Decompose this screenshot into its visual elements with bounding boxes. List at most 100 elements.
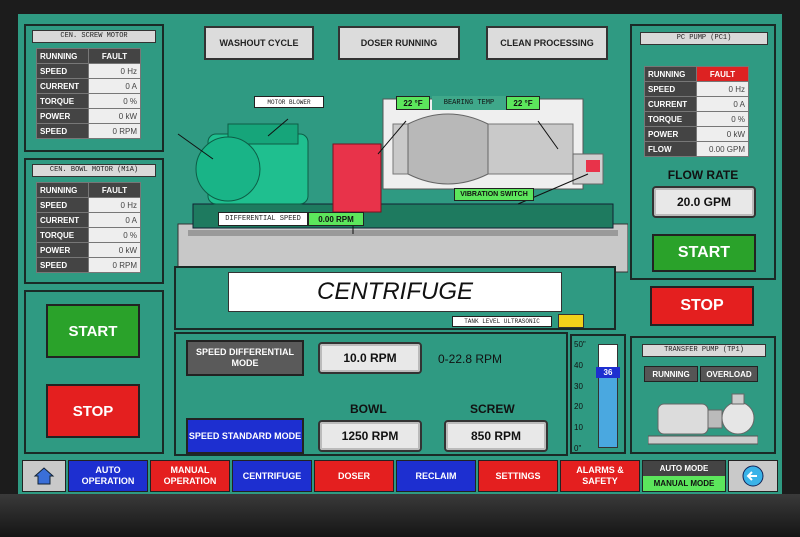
- gauge-fill: [599, 373, 617, 447]
- bearing-temp-label: BEARING TEMP: [432, 96, 506, 110]
- pc-pump-title: PC PUMP (PC1): [640, 32, 768, 45]
- manual-mode-indicator[interactable]: MANUAL MODE: [643, 476, 725, 491]
- stat-value: 0 kW: [696, 126, 749, 142]
- stat-label: TORQUE: [644, 111, 697, 127]
- centrifuge-title-box: CENTRIFUGE: [228, 272, 562, 312]
- monitor-bezel: [0, 494, 800, 537]
- status-badge: FAULT: [88, 48, 141, 64]
- pump-start-button[interactable]: START: [652, 234, 756, 272]
- transfer-overload-indicator: OVERLOAD: [700, 366, 758, 382]
- bowl-speed-setpoint[interactable]: 1250 RPM: [318, 420, 422, 452]
- nav-centrifuge[interactable]: CENTRIFUGE: [232, 460, 312, 492]
- nav-auto-operation[interactable]: AUTO OPERATION: [68, 460, 148, 492]
- stat-label: CURRENT: [36, 78, 89, 94]
- bowl-label: BOWL: [350, 402, 387, 416]
- bowl-motor-title: CEN. BOWL MOTOR (M1A): [32, 164, 156, 177]
- washout-cycle-button[interactable]: WASHOUT CYCLE: [204, 26, 314, 60]
- transfer-pump-title: TRANSFER PUMP (TP1): [642, 344, 766, 357]
- differential-speed-label: DIFFERENTIAL SPEED: [218, 212, 308, 226]
- stat-value: 0 A: [696, 96, 749, 112]
- stat-label: TORQUE: [36, 227, 89, 243]
- flow-rate-setpoint[interactable]: 20.0 GPM: [652, 186, 756, 218]
- transfer-pump-panel: TRANSFER PUMP (TP1) RUNNING OVERLOAD: [630, 336, 776, 454]
- stat-label: RUNNING: [36, 48, 89, 64]
- centrifuge-control-panel: START STOP: [24, 290, 164, 454]
- stop-button[interactable]: STOP: [46, 384, 140, 438]
- gauge-tick-label: 30: [574, 381, 583, 391]
- gauge-tick-label: 40: [574, 360, 583, 370]
- tank-level-label: TANK LEVEL ULTRASONIC: [452, 316, 552, 327]
- stat-value: 0 kW: [88, 242, 141, 258]
- bearing-temp-right-value: 22 °F: [506, 96, 540, 110]
- stat-value: 0 A: [88, 78, 141, 94]
- stat-value: 0 RPM: [88, 123, 141, 139]
- gauge-tick-label: 50": [574, 340, 586, 349]
- stat-label: SPEED: [644, 81, 697, 97]
- nav-alarms-safety[interactable]: ALARMS & SAFETY: [560, 460, 640, 492]
- stat-label: CURRENT: [644, 96, 697, 112]
- status-badge: FAULT: [88, 182, 141, 198]
- pump-stop-button[interactable]: STOP: [650, 286, 754, 326]
- home-button[interactable]: [22, 460, 66, 492]
- nav-reclaim[interactable]: RECLAIM: [396, 460, 476, 492]
- stat-value: 0 %: [88, 227, 141, 243]
- stat-label: SPEED: [36, 257, 89, 273]
- screw-speed-setpoint[interactable]: 850 RPM: [444, 420, 548, 452]
- centrifuge-title-panel: CENTRIFUGE TANK LEVEL ULTRASONIC: [174, 266, 616, 330]
- nav-settings[interactable]: SETTINGS: [478, 460, 558, 492]
- stat-value: 0 RPM: [88, 257, 141, 273]
- auto-mode-indicator[interactable]: AUTO MODE: [643, 461, 725, 476]
- page-title: CENTRIFUGE: [317, 278, 473, 305]
- stat-value: 0 Hz: [696, 81, 749, 97]
- hmi-screen: WASHOUT CYCLE DOSER RUNNING CLEAN PROCES…: [18, 14, 782, 494]
- stat-label: RUNNING: [36, 182, 89, 198]
- stat-label: POWER: [644, 126, 697, 142]
- stat-label: SPEED: [36, 197, 89, 213]
- differential-range-text: 0-22.8 RPM: [438, 352, 503, 366]
- transfer-running-indicator: RUNNING: [644, 366, 698, 382]
- stat-value: 0.00 GPM: [696, 141, 749, 157]
- speed-differential-mode-button[interactable]: SPEED DIFFERENTIAL MODE: [186, 340, 304, 376]
- motor-blower-label: MOTOR BLOWER: [254, 96, 324, 108]
- nav-manual-operation[interactable]: MANUAL OPERATION: [150, 460, 230, 492]
- clean-processing-button[interactable]: CLEAN PROCESSING: [486, 26, 608, 60]
- stat-label: TORQUE: [36, 93, 89, 109]
- stat-label: POWER: [36, 242, 89, 258]
- bearing-temp-left-value: 22 °F: [396, 96, 430, 110]
- differential-speed-value: 0.00 RPM: [308, 212, 364, 226]
- nav-doser[interactable]: DOSER: [314, 460, 394, 492]
- speed-panel: SPEED DIFFERENTIAL MODE 10.0 RPM 0-22.8 …: [174, 332, 568, 456]
- doser-running-button[interactable]: DOSER RUNNING: [338, 26, 460, 60]
- back-button[interactable]: [728, 460, 778, 492]
- stat-value: 0 Hz: [88, 63, 141, 79]
- flow-rate-label: FLOW RATE: [667, 168, 739, 182]
- differential-speed-setpoint[interactable]: 10.0 RPM: [318, 342, 422, 374]
- stat-label: SPEED: [36, 123, 89, 139]
- screw-motor-title: CEN. SCREW MOTOR: [32, 30, 156, 43]
- stat-value: 0 %: [88, 93, 141, 109]
- gauge-value-badge: 36: [596, 367, 620, 379]
- start-button[interactable]: START: [46, 304, 140, 358]
- home-icon: [33, 467, 55, 485]
- tank-level-sensor-icon: [558, 314, 584, 328]
- stat-label: SPEED: [36, 63, 89, 79]
- speed-standard-mode-button[interactable]: SPEED STANDARD MODE: [186, 418, 304, 454]
- gauge-tick-label: 0": [574, 444, 582, 453]
- stat-label: CURRENT: [36, 212, 89, 228]
- stat-value: 0 A: [88, 212, 141, 228]
- gauge-tick-label: 10: [574, 423, 583, 433]
- vibration-switch-indicator: VIBRATION SWITCH: [454, 188, 534, 201]
- stat-value: 0 %: [696, 111, 749, 127]
- back-arrow-icon: [742, 465, 764, 487]
- screw-label: SCREW: [470, 402, 515, 416]
- transfer-pump-icon: [648, 393, 758, 445]
- mode-indicator: AUTO MODE MANUAL MODE: [642, 460, 726, 492]
